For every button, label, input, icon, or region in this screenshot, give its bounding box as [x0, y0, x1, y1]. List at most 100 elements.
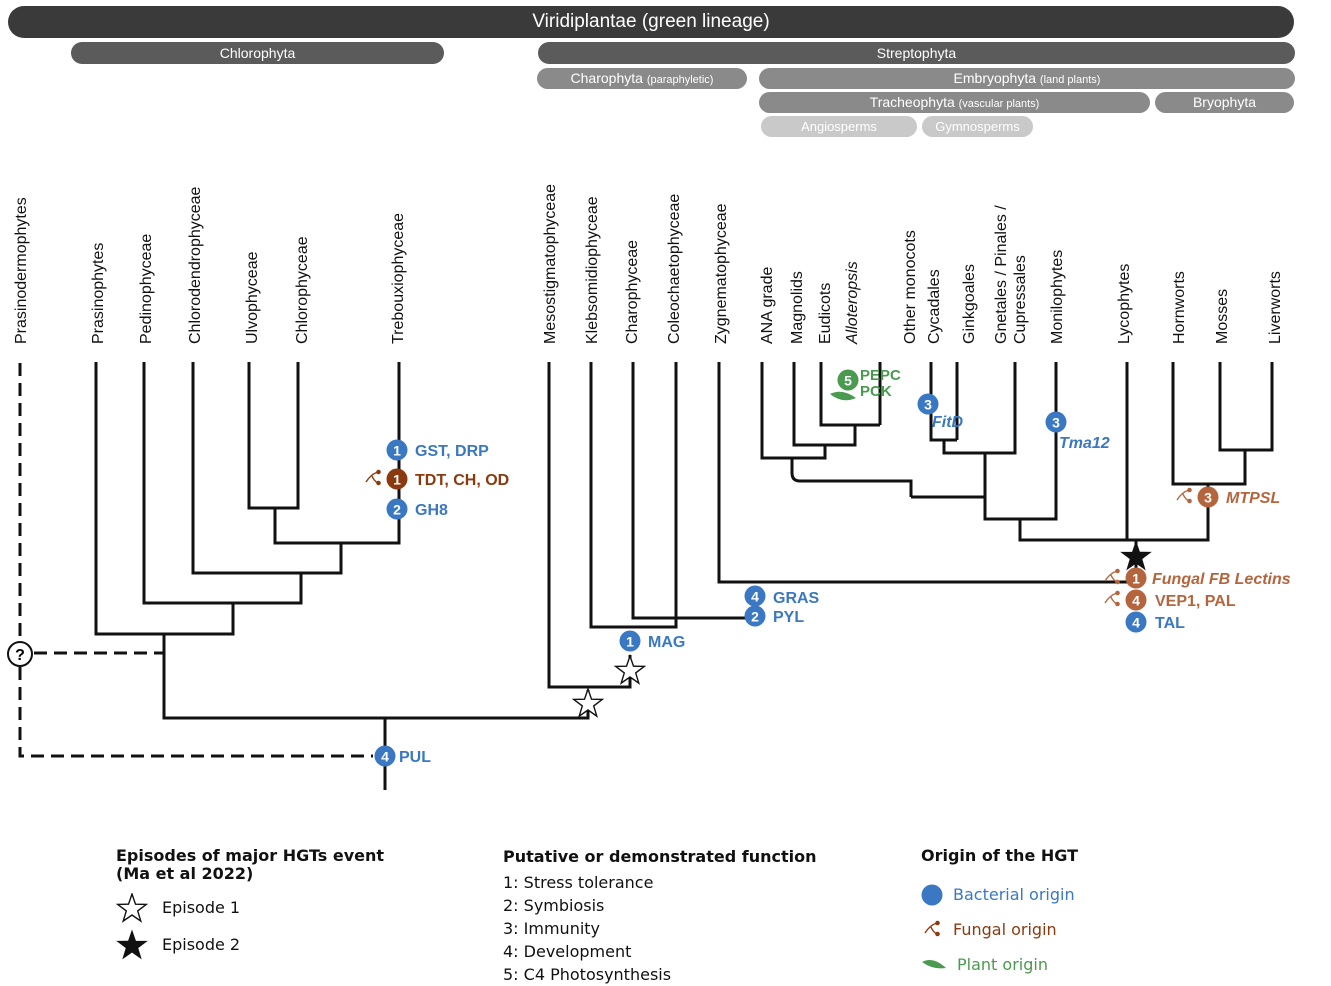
clade-label: Tracheophyta — [869, 94, 955, 110]
fungal-badge — [1125, 589, 1147, 611]
hgt-gh8: GH8 — [415, 502, 448, 519]
clade-bar-chlorophyta: Chlorophyta — [71, 42, 444, 64]
hgt-pyl: PYL — [773, 609, 804, 626]
episode-1-star — [571, 686, 605, 718]
hgt-annotations: 1 GST, DRP 1 TDT, CH, OD 2 GH8 5 PEPC PC… — [365, 367, 1291, 767]
clade-note: (vascular plants) — [958, 98, 1040, 110]
hgt-mag: MAG — [648, 634, 685, 651]
legend-episode-2: Episode 2 — [116, 926, 384, 963]
clade-bar-gymnosperms: Gymnosperms — [922, 116, 1033, 137]
fungus-icon — [1176, 487, 1193, 504]
badge-number: 4 — [381, 749, 389, 765]
legend-origin-title: Origin of the HGT — [921, 846, 1079, 865]
legend-bacterial-label: Bacterial origin — [953, 885, 1075, 904]
bacterial-badge — [917, 393, 939, 415]
clade-bar-viridiplantae: Viridiplantae (green lineage) — [8, 6, 1294, 38]
hgt-pul: PUL — [399, 749, 431, 766]
legend-plant-label: Plant origin — [957, 955, 1048, 974]
bacterial-badge — [744, 585, 766, 607]
bacterial-dot-icon — [921, 884, 943, 905]
legend-function-item: 4: Development — [503, 942, 632, 961]
clade-label: Embryophyta — [953, 70, 1037, 86]
legend-episode-1-label: Episode 1 — [162, 898, 241, 917]
badge-number: 3 — [924, 397, 932, 413]
legend-fungal-label: Fungal origin — [953, 920, 1057, 939]
legend-episode-1: Episode 1 — [116, 889, 384, 926]
taxon-zygnematophyceae: Zygnematophyceae — [713, 203, 730, 344]
taxon-lycophytes: Lycophytes — [1116, 264, 1133, 344]
fungus-icon — [1104, 590, 1121, 607]
plant-badge — [837, 369, 859, 391]
taxon-gnetales: Gnetales / Pinales / — [993, 205, 1010, 344]
taxon-charophyceae: Charophyceae — [624, 240, 641, 344]
fungus-icon — [924, 920, 940, 936]
hgt-fungal-fb-lectins: Fungal FB Lectins — [1152, 571, 1291, 588]
hgt-vep1-pal: VEP1, PAL — [1155, 593, 1236, 610]
badge-number: 3 — [1052, 415, 1060, 431]
taxon-ulvophyceae: Ulvophyceae — [244, 251, 261, 344]
badge-number: 4 — [1132, 615, 1140, 631]
badge-number: 2 — [751, 609, 759, 625]
legend-function-item: 5: C4 Photosynthesis — [503, 965, 672, 984]
taxon-cupressales: Cupressales — [1012, 255, 1029, 344]
clade-bar-charophyta: Charophyta (paraphyletic) — [537, 68, 747, 89]
badge-number: 1 — [393, 472, 401, 488]
taxon-cycadales: Cycadales — [926, 269, 943, 344]
legend-episodes-title-line1: Episodes of major HGTs event — [116, 846, 385, 865]
taxon-chlorodendrophyceae: Chlorodendrophyceae — [187, 186, 204, 344]
badge-number: 4 — [751, 589, 759, 605]
bacterial-badge — [374, 745, 396, 767]
badge-number: 3 — [1204, 490, 1212, 506]
hgt-gst-drp: GST, DRP — [415, 443, 489, 460]
episode-1-star — [613, 653, 647, 685]
hgt-mtpsl: MTPSL — [1226, 490, 1280, 507]
leaf-icon — [830, 391, 856, 401]
clade-label: Streptophyta — [876, 45, 957, 61]
legend-episodes-title-line2: (Ma et al 2022) — [116, 864, 254, 883]
taxon-ana-grade: ANA grade — [759, 267, 776, 344]
badge-number: 1 — [393, 443, 401, 459]
badge-number: 4 — [1132, 593, 1140, 609]
bacterial-badge — [386, 439, 408, 461]
legend-origin-bacterial: Bacterial origin — [921, 877, 1078, 912]
taxon-chlorophyceae: Chlorophyceae — [294, 236, 311, 344]
tree-branches — [94, 362, 1274, 790]
clade-label: Gymnosperms — [935, 119, 1020, 134]
clade-note: (paraphyletic) — [646, 74, 714, 86]
taxon-eudicots: Eudicots — [817, 283, 834, 344]
taxon-klebsormidiophyceae: Klebsomidiophyceae — [584, 196, 601, 344]
episode-markers — [571, 540, 1152, 718]
clade-bar-angiosperms: Angiosperms — [761, 116, 917, 137]
bacterial-badge — [744, 605, 766, 627]
episode-2-star — [1120, 540, 1152, 571]
hgt-pck: PCK — [860, 383, 892, 400]
filled-star-icon — [116, 929, 148, 959]
bacterial-badge — [386, 498, 408, 520]
badge-number: 2 — [393, 502, 401, 518]
clade-label: Viridiplantae (green lineage) — [532, 11, 770, 32]
hgt-tal: TAL — [1155, 615, 1185, 632]
hgt-gras: GRAS — [773, 590, 820, 607]
badge-number: 1 — [1132, 571, 1140, 587]
clade-bar-embryophyta: Embryophyta (land plants) — [759, 68, 1295, 89]
taxon-coleochaetophyceae: Coleochaetophyceae — [666, 194, 683, 344]
bacterial-badge — [619, 630, 641, 652]
taxon-magnolids: Magnolids — [789, 271, 806, 344]
taxon-pedinophyceae: Pedinophyceae — [138, 234, 155, 344]
hgt-pepc: PEPC — [860, 367, 901, 384]
fungal-badge — [1125, 567, 1147, 589]
clade-bar-streptophyta: Streptophyta — [538, 42, 1295, 64]
hgt-tma12: Tma12 — [1059, 435, 1110, 452]
taxon-ginkgoales: Ginkgoales — [961, 264, 978, 344]
legend-function-item: 3: Immunity — [503, 919, 601, 938]
taxon-monilophytes: Monilophytes — [1049, 250, 1066, 344]
badge-number: 5 — [844, 373, 852, 389]
hgt-tdt-ch-od: TDT, CH, OD — [415, 472, 509, 489]
taxon-alloteropsis: Alloteropsis — [844, 261, 861, 345]
legend-origin-fungal: Fungal origin — [921, 912, 1078, 947]
unknown-node: ? — [7, 641, 33, 667]
unknown-label: ? — [15, 647, 25, 664]
fungal-badge — [386, 468, 408, 490]
legend-episodes-title: Episodes of major HGTs event(Ma et al 20… — [116, 847, 384, 883]
